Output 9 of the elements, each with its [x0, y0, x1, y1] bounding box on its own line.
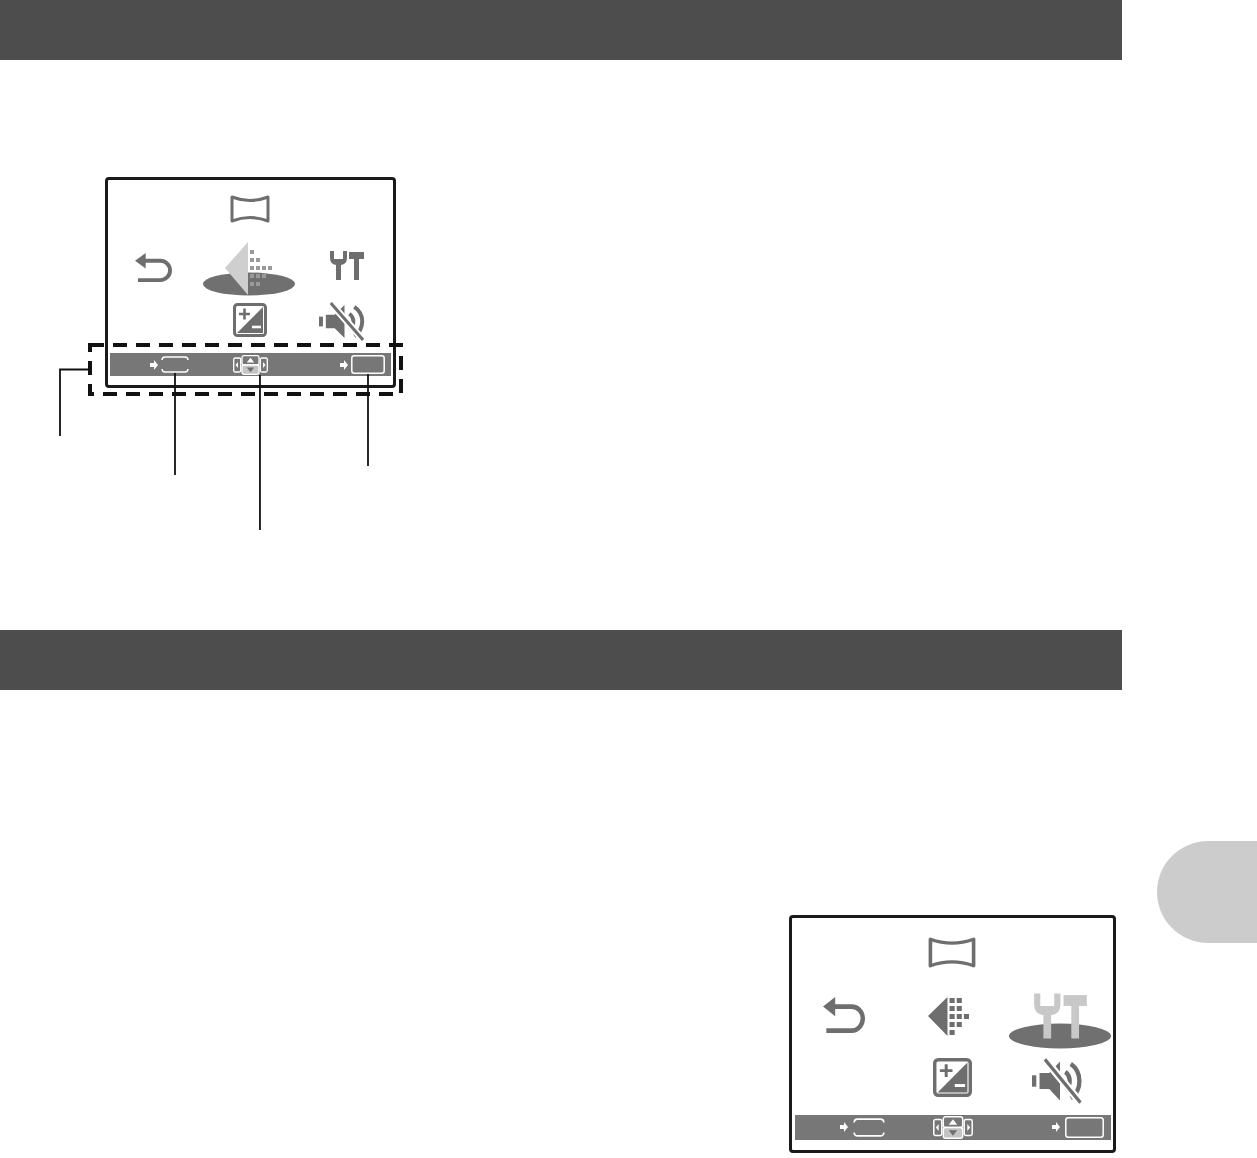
dashed-frame: [88, 343, 403, 396]
key-frame-icon: [351, 355, 385, 374]
leader-line: [259, 374, 261, 531]
leader-line: [59, 368, 89, 437]
key-frame-icon: [161, 356, 189, 373]
leader-line: [367, 373, 369, 467]
side-tab: [1157, 841, 1257, 943]
arrow-pad-icon: [233, 355, 268, 375]
leader-line: [174, 372, 176, 476]
